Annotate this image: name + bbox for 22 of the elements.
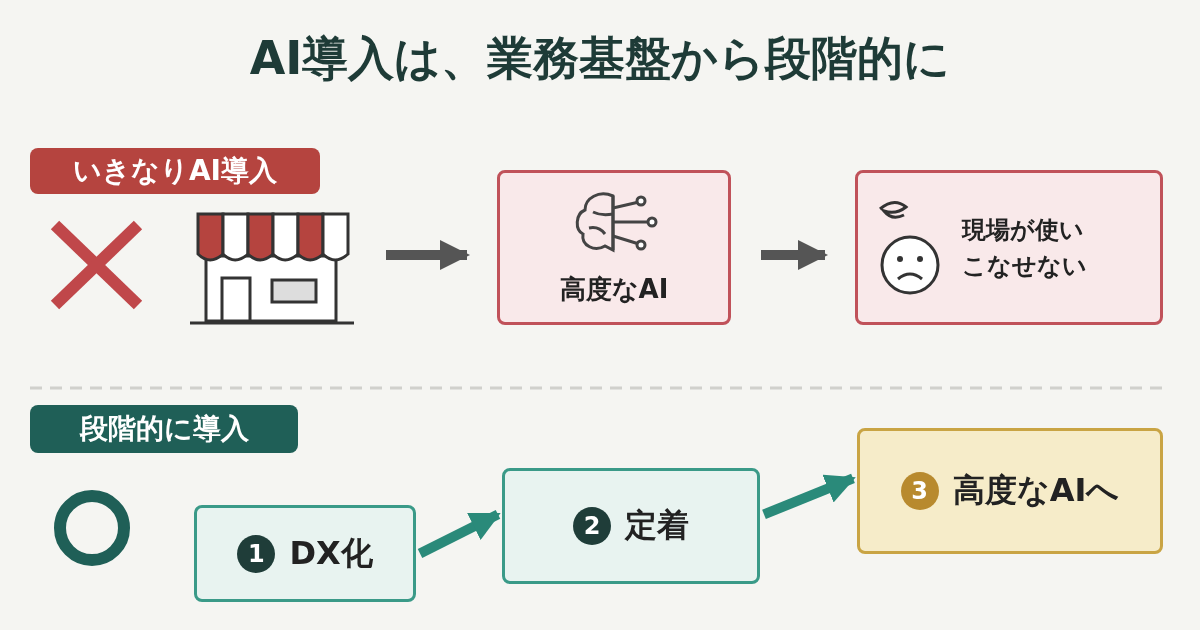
process-box (855, 170, 1163, 325)
step-number: 1 (237, 534, 276, 573)
box-label: 現場が使いこなせない (962, 214, 1088, 282)
box-label: 高度なAI (559, 273, 669, 306)
step-label: 高度なAIへ (952, 470, 1120, 511)
step-number: 2 (573, 507, 611, 545)
tag-label (30, 148, 320, 194)
process-box (497, 170, 731, 325)
title: AI導入は、業務基盤から段階的に (248, 30, 952, 87)
tag-text: 段階的に導入 (79, 411, 249, 447)
arrow (417, 509, 501, 558)
arrow (386, 240, 470, 270)
tag-label (30, 405, 298, 453)
step-box (857, 428, 1163, 554)
arrow (762, 473, 856, 520)
step-box (502, 468, 760, 584)
step-number: 3 (900, 472, 939, 510)
step-box (194, 505, 416, 602)
step-label: DX化 (289, 532, 373, 574)
arrow (761, 240, 828, 270)
step-label: 定着 (625, 505, 689, 546)
tag-text: いきなりAI導入 (72, 153, 278, 189)
